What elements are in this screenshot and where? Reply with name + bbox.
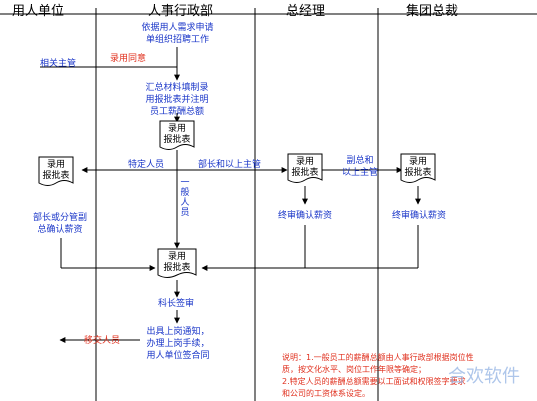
document-approval-form-2: 录用 报批表 <box>42 160 70 181</box>
label-hire-agreed: 录用同意 <box>110 54 147 64</box>
label-general-staff: 一 般 人 员 <box>180 178 190 218</box>
lane-header-gm: 总经理 <box>286 4 326 19</box>
step-fill-approval-form: 汇总材料填制录 用报批表并注明 员工薪酬总额 <box>145 83 209 117</box>
document-shape-3 <box>287 153 323 183</box>
step-final-salary-president: 终审确认薪资 <box>391 211 446 221</box>
document-shape-5 <box>157 248 197 278</box>
lane-header-president: 集团总裁 <box>406 4 459 19</box>
document-approval-form-4: 录用 报批表 <box>404 157 432 178</box>
document-approval-form-1: 录用 报批表 <box>163 124 191 145</box>
footnote: 说明：1.一般员工的薪酬总额由人事行政部根据岗位性 质，按文化水平、岗位工作年限… <box>282 353 474 398</box>
label-related-supervisor: 相关主管 <box>40 59 77 69</box>
step-onboarding: 出具上岗通知， 办理上岗手续， 用人单位签合同 <box>146 327 210 361</box>
lane-header-user-unit: 用人单位 <box>12 4 65 19</box>
document-shape-4 <box>400 153 436 183</box>
step-organize-recruitment: 依据用人需求申请 单组织招聘工作 <box>141 23 214 45</box>
label-vp-above: 副总和 以上主管 <box>341 156 378 178</box>
label-special-staff: 特定人员 <box>128 160 165 170</box>
step-confirm-salary-dept: 部长或分管副 总确认薪资 <box>32 213 87 235</box>
document-approval-form-3: 录用 报批表 <box>291 157 319 178</box>
step-section-chief-review: 科长签审 <box>157 299 194 309</box>
label-dept-head-above: 部长和以上主管 <box>198 160 262 170</box>
document-approval-form-5: 录用 报批表 <box>163 252 191 273</box>
document-shape-1 <box>159 120 195 150</box>
step-final-salary-gm: 终审确认薪资 <box>277 211 332 221</box>
label-transfer-staff: 移交人员 <box>84 336 121 346</box>
lane-header-hr-admin: 人事行政部 <box>148 4 214 19</box>
document-shape-2 <box>38 156 74 186</box>
watermark: 合欢软件 <box>448 366 520 387</box>
